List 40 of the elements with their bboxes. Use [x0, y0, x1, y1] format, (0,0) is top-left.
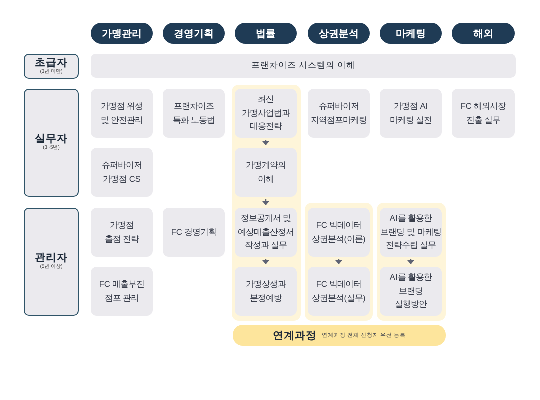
level-box [24, 208, 79, 316]
column-header: 해외 [452, 23, 515, 44]
arrow [262, 140, 270, 146]
column-header: 상권분석 [308, 23, 370, 44]
column-header: 법률 [235, 23, 297, 44]
course-card: FC 경영기획 [163, 208, 225, 257]
course-card: FC 빅데이터 상권분석(이론) [308, 208, 370, 257]
course-card: AI를 활용한 브랜딩 실행방안 [380, 267, 442, 316]
course-card: 가맹점 출점 전략 [91, 208, 153, 257]
course-card: FC 빅데이터 상권분석(실무) [308, 267, 370, 316]
course-card: AI를 활용한 브랜딩 및 마케팅 전략수립 실무 [380, 208, 442, 257]
course-card: 가맹계약의 이해 [235, 148, 297, 197]
column-header: 마케팅 [380, 23, 442, 44]
arrow [262, 200, 270, 206]
level-box [24, 89, 79, 197]
course-bar: 프랜차이즈 시스템의 이해 [91, 54, 516, 78]
highlight-band [305, 203, 373, 321]
bar-title: 연계과정 [272, 328, 317, 342]
course-card: 최신 가맹사업법과 대응전략 [235, 89, 297, 138]
course-card: 정보공개서 및 예상매출산정서 작성과 실무 [235, 208, 297, 257]
course-card: 프랜차이즈 특화 노동법 [163, 89, 225, 138]
highlight-band [377, 203, 446, 321]
course-card: FC 해외시장 진출 실무 [452, 89, 515, 138]
arrow [336, 260, 342, 264]
course-card: 슈퍼바이저 가맹점 CS [91, 148, 153, 197]
column-header: 가맹관리 [91, 23, 153, 44]
level-title: 실무자 [35, 134, 68, 146]
course-card: 슈퍼바이저 지역점포마케팅 [308, 89, 370, 138]
course-card: 가맹점 AI 마케팅 실전 [380, 89, 442, 138]
level-box [24, 54, 79, 79]
arrow [408, 260, 414, 264]
course-card: FC 매출부진 점포 관리 [91, 267, 153, 316]
course-card: 가맹상생과 분쟁예방 [235, 267, 297, 316]
highlight-band [232, 85, 301, 321]
arrow [262, 260, 270, 264]
level-title: 초급자 [35, 58, 68, 69]
linked-course-bar [233, 325, 446, 346]
level-title: 관리자 [35, 253, 68, 264]
course-card: 가맹점 위생 및 안전관리 [91, 89, 153, 138]
column-header: 경영기획 [163, 23, 225, 44]
